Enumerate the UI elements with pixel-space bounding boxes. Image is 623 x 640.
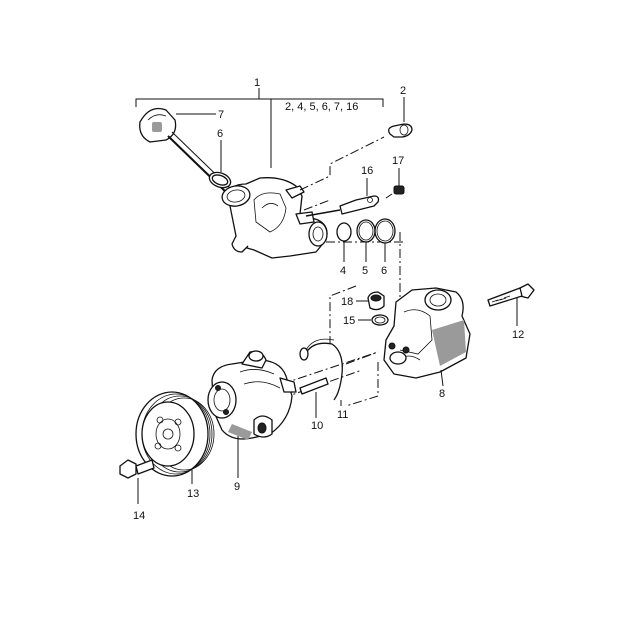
- clip-2: [388, 123, 413, 138]
- label-1-group: 2, 4, 5, 6, 7, 16: [285, 101, 358, 113]
- label-9: 9: [234, 481, 240, 493]
- label-2: 2: [400, 85, 406, 97]
- label-7: 7: [218, 109, 224, 121]
- reservoir-body: [221, 177, 328, 259]
- label-4: 4: [340, 265, 346, 277]
- bolt-12: [487, 283, 535, 307]
- label-15: 15: [343, 315, 355, 327]
- assembly-bracket-1: 1 2, 4, 5, 6, 7, 16: [135, 77, 384, 168]
- bolt-14: [119, 459, 155, 479]
- fitting-18: [367, 291, 385, 311]
- seal-ring-4: [336, 222, 352, 242]
- bracket-plate-16: [305, 195, 380, 217]
- label-14: 14: [133, 510, 145, 522]
- label-5: 5: [362, 265, 368, 277]
- label-6-ring: 6: [381, 265, 387, 277]
- label-16: 16: [361, 165, 373, 177]
- seal-ring-5: [356, 219, 376, 243]
- screw-17: [385, 185, 405, 199]
- steering-pump-9: [207, 350, 297, 440]
- seal-ring-15: [371, 314, 389, 326]
- label-8: 8: [439, 388, 445, 400]
- label-11: 11: [337, 409, 348, 421]
- label-13: 13: [187, 488, 199, 500]
- label-17: 17: [392, 155, 404, 167]
- pulley-13: [135, 391, 215, 477]
- o-ring-cap: [208, 171, 232, 189]
- label-10: 10: [311, 420, 323, 432]
- label-6-cap: 6: [217, 128, 223, 140]
- bracket-11: [299, 338, 343, 401]
- label-1: 1: [254, 77, 260, 89]
- label-12: 12: [512, 329, 524, 341]
- dowel-pin-10: [299, 377, 329, 395]
- seal-ring-6: [374, 218, 396, 244]
- pump-bracket-8: [383, 287, 471, 379]
- label-18: 18: [341, 296, 353, 308]
